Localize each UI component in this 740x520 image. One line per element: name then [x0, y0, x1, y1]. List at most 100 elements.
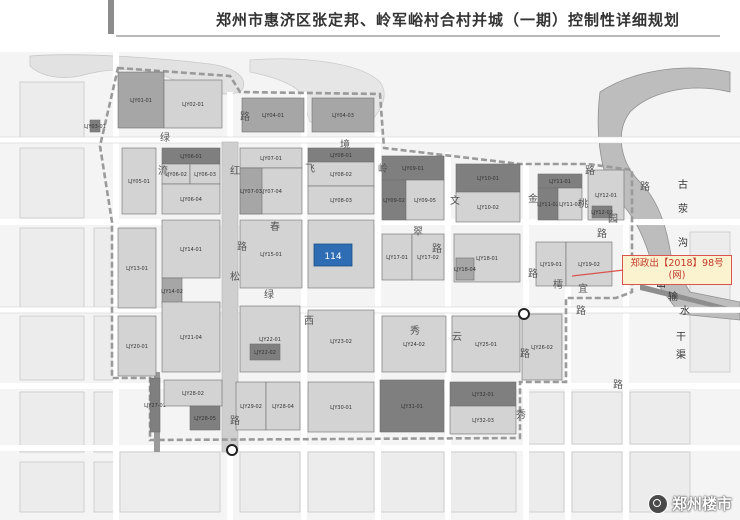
road-label: 路 — [528, 267, 538, 280]
parcel-block[interactable] — [241, 97, 305, 133]
parcel-block[interactable] — [117, 71, 165, 129]
parcel-block-label: LJY09-02 — [383, 198, 405, 204]
parcel-block-label: LJY06-03 — [194, 172, 216, 178]
parcel-block[interactable] — [307, 185, 375, 215]
parcel-block[interactable] — [189, 405, 221, 431]
river-label: 古 — [678, 178, 688, 191]
parcel-block[interactable] — [451, 315, 521, 373]
parcel-block[interactable] — [161, 183, 221, 215]
road-label: 路 — [432, 242, 442, 255]
parcel-block-label: LJY28-04 — [272, 404, 294, 410]
road-label: 路 — [640, 180, 650, 193]
parcel-block[interactable] — [381, 315, 447, 373]
road-label: 绿 — [160, 131, 170, 144]
parcel-block[interactable] — [557, 187, 583, 221]
parcel-block[interactable] — [117, 315, 157, 377]
parcel-block-label: LJY21-04 — [180, 335, 202, 341]
header: 郑州市惠济区张定邦、岭军峪村合村并城（一期）控制性详细规划 — [0, 0, 740, 52]
parcel-block-label: LJY31-01 — [401, 404, 423, 410]
parcel-block-label: LJY25-01 — [475, 342, 497, 348]
parcel-block[interactable] — [307, 381, 375, 433]
parcel-block[interactable] — [455, 191, 521, 223]
parcel-block[interactable] — [591, 205, 613, 219]
parcel-block[interactable] — [535, 241, 567, 287]
road-label: 文 — [450, 194, 460, 207]
parcel-block[interactable] — [249, 343, 281, 361]
parcel-block[interactable] — [411, 233, 445, 281]
callout-line-1: 郑政出【2018】98号 — [630, 258, 724, 269]
parcel-block-label: LJY20-01 — [126, 344, 148, 350]
parcel-block[interactable] — [239, 305, 301, 373]
parcel-block[interactable] — [307, 309, 375, 373]
parcel-block-label: LJY29-02 — [240, 404, 262, 410]
parcel-block-label: LJY07-01 — [260, 156, 282, 162]
parcel-block-label: LJY18-01 — [476, 256, 498, 262]
parcel-block[interactable] — [161, 219, 221, 279]
parcel-block[interactable] — [239, 167, 263, 215]
parcel-block[interactable] — [239, 219, 303, 289]
parcel-block-label: LJY04-03 — [332, 113, 354, 119]
parcel-block-label: LJY30-01 — [330, 405, 352, 411]
parcel-block[interactable] — [381, 233, 413, 281]
parcel-block-label: LJY01-01 — [130, 98, 152, 104]
parcel-block[interactable] — [311, 97, 375, 133]
parcel-block[interactable] — [455, 163, 521, 193]
parcel-block-label: LJY19-02 — [578, 262, 600, 268]
parcel-block[interactable] — [163, 379, 223, 407]
parcel-block[interactable] — [449, 381, 517, 407]
parcel-block[interactable] — [163, 79, 223, 129]
page-title: 郑州市惠济区张定邦、岭军峪村合村并城（一期）控制性详细规划 — [215, 11, 680, 29]
callout-pointer — [571, 269, 625, 277]
parcel-block[interactable] — [235, 381, 267, 431]
parcel-block[interactable] — [455, 257, 475, 281]
parcel-block[interactable] — [449, 405, 517, 435]
parcel-block-label: LJY14-01 — [180, 247, 202, 253]
parcel-block[interactable] — [379, 379, 445, 433]
header-accent-bar — [108, 0, 114, 34]
road-label: 路 — [585, 164, 595, 177]
parcel-marker-label: 114 — [324, 252, 341, 262]
parcel-block-label: LJY07-04 — [260, 189, 282, 195]
parcel-block-label: LJY17-02 — [417, 255, 439, 261]
parcel-block[interactable] — [89, 119, 101, 133]
road-labels: 路绿境流红飞岭金文路路桃园路翠路春路松绿路樗宜西秀云路路路秀路 — [158, 110, 650, 427]
parcel-block-label: LJY13-01 — [126, 266, 148, 272]
parcel-block[interactable] — [265, 381, 301, 431]
road-label: 宜 — [578, 282, 588, 295]
parcel-block-label: LJY09-05 — [414, 198, 436, 204]
parcel-block[interactable] — [121, 147, 157, 215]
parcel-block-label: LJY24-02 — [403, 342, 425, 348]
parcel-block-label: LJY32-01 — [472, 392, 494, 398]
parcel-block[interactable] — [405, 179, 445, 221]
parcel-block-label: LJY06-01 — [180, 154, 202, 160]
parcel-block-label: LJY28-02 — [182, 391, 204, 397]
parcel-block-label: LJY04-01 — [262, 113, 284, 119]
road-label: 秀 — [516, 409, 526, 421]
parcel-block-label: LJY19-01 — [540, 262, 562, 268]
canal-strip — [640, 284, 740, 314]
parcel-block[interactable] — [117, 227, 157, 309]
green-belt — [221, 141, 239, 453]
parcel-block[interactable] — [149, 377, 161, 433]
road-label: 春 — [270, 221, 280, 233]
parcel-block[interactable] — [381, 155, 445, 181]
parcel-block-label: LJY32-03 — [472, 418, 494, 424]
parcel-block-label: LJY10-02 — [477, 205, 499, 211]
river-label: 渠 — [676, 349, 686, 361]
road-label: 路 — [597, 227, 607, 240]
watermark: 郑州楼市 — [647, 493, 732, 514]
parcel-block-label: LJY27-01 — [144, 403, 166, 409]
parcel-block[interactable] — [161, 301, 221, 373]
parcel-block-label: LJY07-03 — [240, 189, 262, 195]
intersection-node — [226, 444, 238, 456]
parcel-block-label: LJY22-01 — [259, 337, 281, 343]
parcel-marker-box[interactable] — [313, 243, 353, 267]
parcel-block[interactable] — [521, 313, 563, 381]
parcel-block-label: LJY28-05 — [194, 416, 216, 422]
road-label: 云 — [452, 332, 462, 343]
parcel-block[interactable] — [565, 241, 613, 287]
river-label: 沟 — [678, 236, 688, 249]
river-label: 输 — [668, 290, 678, 303]
